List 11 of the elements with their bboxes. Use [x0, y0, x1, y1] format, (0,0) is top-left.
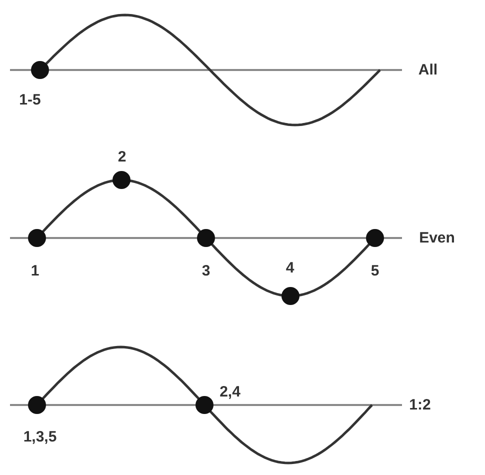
point-label: 4	[286, 260, 294, 276]
point-label: 2	[118, 148, 126, 166]
point-label: 3	[202, 262, 210, 280]
row-label: All	[418, 62, 438, 78]
row-label: Even	[419, 230, 455, 246]
point-label: 1,3,5	[23, 428, 57, 446]
point-label: 2,4	[220, 384, 240, 400]
row-label: 1:2	[409, 396, 431, 414]
point-label: 5	[370, 262, 380, 280]
point-label: 1-5	[19, 92, 41, 108]
point-label: 1	[30, 262, 40, 280]
